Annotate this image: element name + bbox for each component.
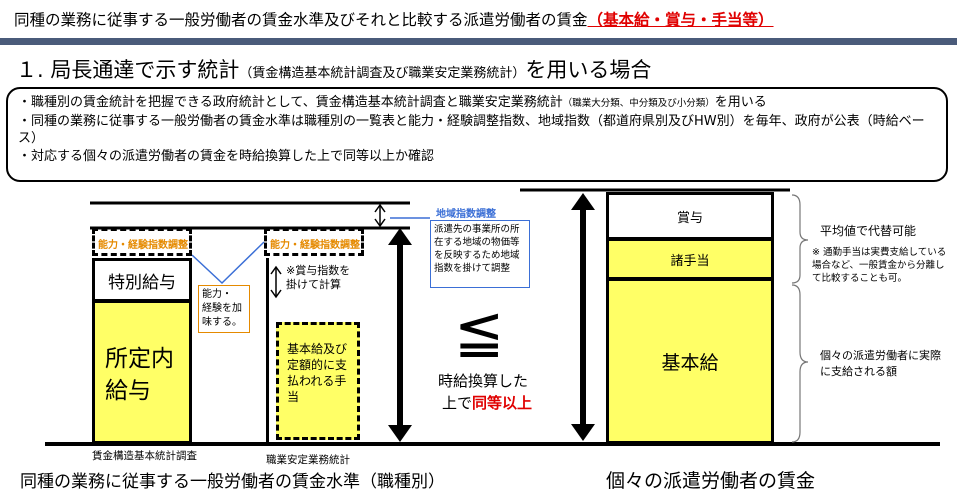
compare-text-2: 上で同等以上 <box>442 392 532 413</box>
middle-left-edge <box>266 258 269 444</box>
brace-upper <box>791 194 809 284</box>
title-main: 同種の業務に従事する一般労働者の賃金水準及びそれと比較する派遣労働者の賃金 <box>14 11 588 29</box>
adjust-box-1 <box>92 228 192 256</box>
special-pay-label: 特別給与 <box>108 272 176 293</box>
summary-line-1-main: ・職種別の賃金統計を把握できる政府統計として、賃金構造基本統計調査と職業安定業務… <box>18 95 563 110</box>
region-note: 派遣先の事業所の所在する地域の物価等を反映するため地域指数を掛けて調整 <box>430 220 530 288</box>
adjust-label-1: 能力・経験指数調整 <box>98 240 188 251</box>
summary-line-1-end: を用いる <box>714 95 767 110</box>
adjust-box-2 <box>264 228 364 256</box>
ability-pointer <box>191 241 265 285</box>
actual-note: 個々の派遣労働者に実際に支給される額 <box>820 349 941 378</box>
leq-symbol: ≦ <box>454 297 505 367</box>
compare-text-1: 時給換算した <box>438 372 529 390</box>
title-rule <box>0 38 957 45</box>
summary-line-3: ・対応する個々の派遣労働者の賃金を時給換算した上で同等以上か確認 <box>18 148 435 164</box>
section-heading-suffix: を用いる場合 <box>525 58 652 82</box>
bonus-box: 賞与 <box>606 192 774 240</box>
allowances-box: 諸手当 <box>606 238 774 280</box>
bonus-label: 賞与 <box>676 210 703 226</box>
brace-lower <box>791 284 809 443</box>
page-title: 同種の業務に従事する一般労働者の賃金水準及びそれと比較する派遣労働者の賃金（基本… <box>14 8 774 30</box>
scheduled-pay-label: 所定内 給与 <box>105 346 174 404</box>
summary-line-1-small: （職業大分類、中分類及び小分類） <box>562 98 715 109</box>
source-2: 職業安定業務統計 <box>266 454 350 466</box>
basic-regular-label: 基本給及び 定額的に支 払われる手 当 <box>287 342 348 404</box>
compare-text-highlight: 同等以上 <box>472 394 533 412</box>
basic-pay-label: 基本給 <box>661 351 719 374</box>
section-heading-main: １. 局長通達で示す統計 <box>16 58 240 82</box>
title-highlight: （基本給・賞与・手当等） <box>587 11 774 29</box>
region-title: 地域指数調整 <box>436 209 496 220</box>
left-caption: 同種の業務に従事する一般労働者の賃金水準（職種別） <box>20 472 445 492</box>
special-pay-box: 特別給与 <box>92 258 192 302</box>
avg-note: 平均値で代替可能 <box>820 224 917 238</box>
source-1: 賃金構造基本統計調査 <box>92 450 197 462</box>
section-heading: １. 局長通達で示す統計（賃金構造基本統計調査及び職業安定業務統計）を用いる場合 <box>16 54 651 84</box>
allowances-label: 諸手当 <box>670 253 710 269</box>
basic-regular-box: 基本給及び 定額的に支 払われる手 当 <box>276 322 360 440</box>
summary-box: ・職種別の賃金統計を把握できる政府統計として、賃金構造基本統計調査と職業安定業務… <box>6 87 948 182</box>
section-heading-small: （賃金構造基本統計調査及び職業安定業務統計） <box>239 66 526 81</box>
summary-line-1: ・職種別の賃金統計を把握できる政府統計として、賃金構造基本統計調査と職業安定業務… <box>18 94 936 113</box>
ability-note: 能力・ 経験を加 味する。 <box>198 285 250 333</box>
summary-line-2: ・同種の業務に従事する一般労働者の賃金水準は職種別の一覧表と能力・経験調整指数、… <box>18 113 925 147</box>
scheduled-pay-box: 所定内 給与 <box>92 300 192 444</box>
adjust-label-2: 能力・経験指数調整 <box>270 240 360 251</box>
basic-pay-box: 基本給 <box>606 278 774 444</box>
commute-note: ※ 通勤手当は実費支給している場合など、一般賃金から分離して比較することも可。 <box>812 247 947 284</box>
right-caption: 個々の派遣労働者の賃金 <box>606 470 816 492</box>
compare-text-2-main: 上で <box>442 394 473 412</box>
bonus-note: ※賞与指数を 掛けて計算 <box>286 264 351 291</box>
